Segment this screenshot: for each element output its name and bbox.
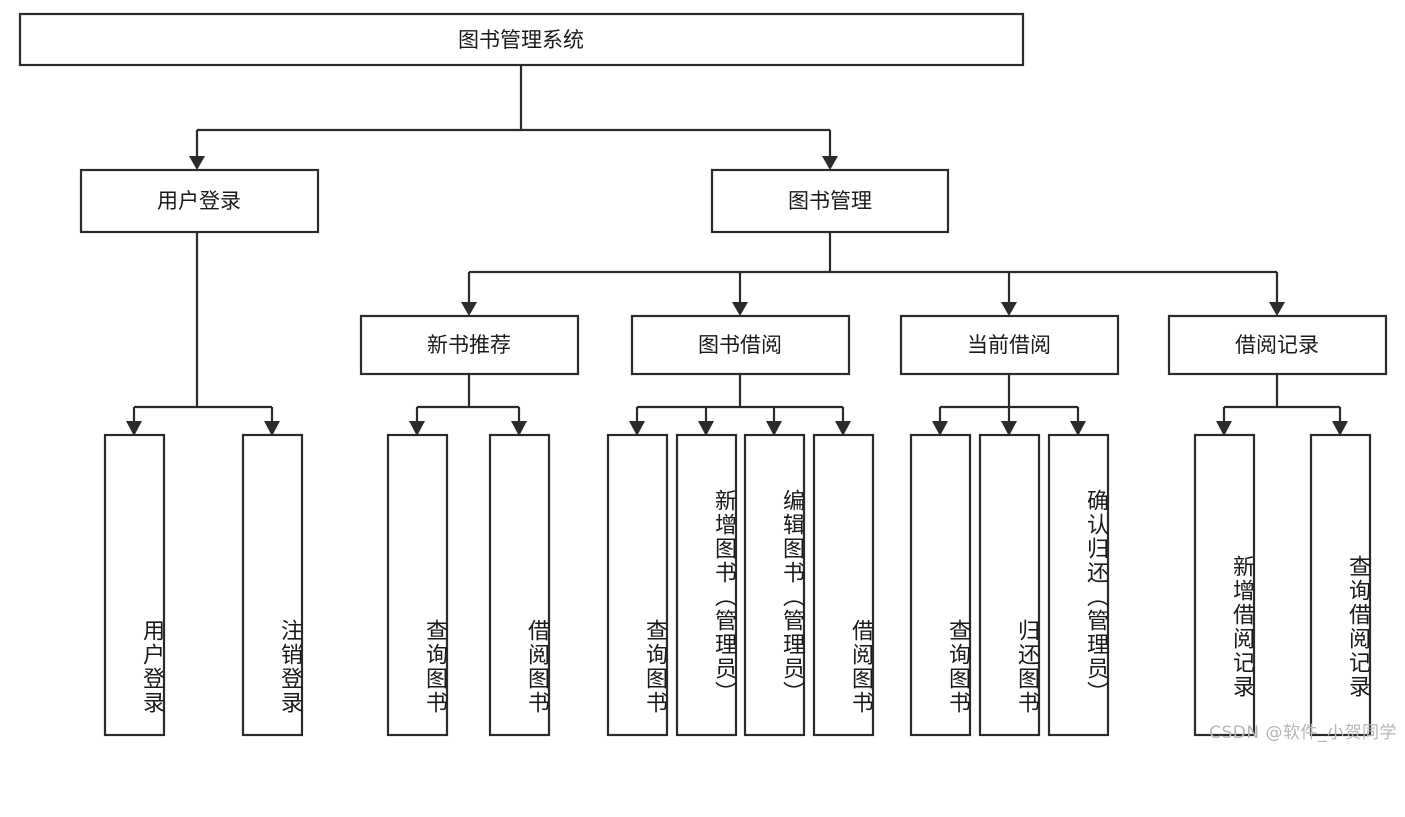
arrow-to-leaf-add-book [698, 421, 714, 436]
arrow-to-book-borrow [732, 302, 748, 316]
leaf-box-return-book[interactable] [978, 433, 1041, 737]
connectors-user-login-to-leaves [126, 232, 280, 436]
arrow-to-book-management [822, 156, 838, 170]
arrow-to-leaf-borrow-book-1 [511, 421, 527, 436]
node-user-login-label: 用户登录 [157, 189, 241, 213]
leaf-box-add-record[interactable] [1193, 433, 1256, 737]
arrow-to-leaf-logout-login [264, 421, 280, 436]
connectors-new-book-recommend-to-leaves [409, 374, 527, 436]
arrow-to-borrow-record [1269, 302, 1285, 316]
arrow-to-leaf-query-book-2 [629, 421, 645, 436]
arrow-to-leaf-borrow-book-2 [835, 421, 851, 436]
arrow-to-leaf-query-book-3 [932, 421, 948, 436]
leaf-box-add-book[interactable] [675, 433, 738, 737]
arrow-to-user-login [189, 156, 205, 170]
node-book-borrow[interactable] [630, 314, 851, 376]
leaf-box-query-book-1[interactable] [386, 433, 449, 737]
diagram-svg: 图书管理系统 用户登录 图书管理 新书推荐 图书借阅 当前借阅 借阅记录 [18, 12, 1388, 737]
node-new-book-recommend[interactable] [359, 314, 580, 376]
arrow-to-leaf-query-record [1332, 421, 1348, 436]
leaf-box-edit-book[interactable] [743, 433, 806, 737]
node-book-management-label: 图书管理 [788, 189, 872, 213]
leaf-box-user-login[interactable] [103, 433, 166, 737]
leaf-box-confirm-return[interactable] [1047, 433, 1110, 737]
connectors-book-management-to-level3 [461, 232, 1285, 316]
node-current-borrow-label: 当前借阅 [967, 333, 1051, 357]
connectors-current-borrow-to-leaves [932, 374, 1086, 436]
node-user-login[interactable] [79, 168, 320, 234]
diagram-canvas: 图书管理系统 用户登录 图书管理 新书推荐 图书借阅 当前借阅 借阅记录 用户登… [18, 12, 1397, 743]
node-root-label: 图书管理系统 [458, 28, 584, 52]
leaf-box-query-record[interactable] [1309, 433, 1372, 737]
arrow-to-new-book-recommend [461, 302, 477, 316]
arrow-to-leaf-user-login [126, 421, 142, 436]
node-new-book-recommend-label: 新书推荐 [427, 333, 511, 357]
node-book-borrow-label: 图书借阅 [698, 333, 782, 357]
node-borrow-record-label: 借阅记录 [1235, 333, 1319, 357]
arrow-to-leaf-confirm-return [1070, 421, 1086, 436]
arrow-to-leaf-query-book-1 [409, 421, 425, 436]
arrow-to-current-borrow [1001, 302, 1017, 316]
node-book-management[interactable] [710, 168, 950, 234]
arrow-to-leaf-edit-book [766, 421, 782, 436]
arrow-to-leaf-add-record [1216, 421, 1232, 436]
leaf-box-borrow-book-1[interactable] [488, 433, 551, 737]
arrow-to-leaf-return-book [1001, 421, 1017, 436]
connectors-borrow-record-to-leaves [1216, 374, 1348, 436]
connectors-root-to-level2 [189, 65, 838, 170]
node-current-borrow[interactable] [899, 314, 1120, 376]
node-root[interactable] [18, 12, 1025, 67]
leaf-box-logout-login[interactable] [241, 433, 304, 737]
leaf-box-query-book-2[interactable] [606, 433, 669, 737]
leaf-box-borrow-book-2[interactable] [812, 433, 875, 737]
node-borrow-record[interactable] [1167, 314, 1388, 376]
connectors-book-borrow-to-leaves [629, 374, 851, 436]
csdn-watermark: CSDN @软件_小贺同学 [1209, 723, 1397, 743]
leaf-box-query-book-3[interactable] [909, 433, 972, 737]
